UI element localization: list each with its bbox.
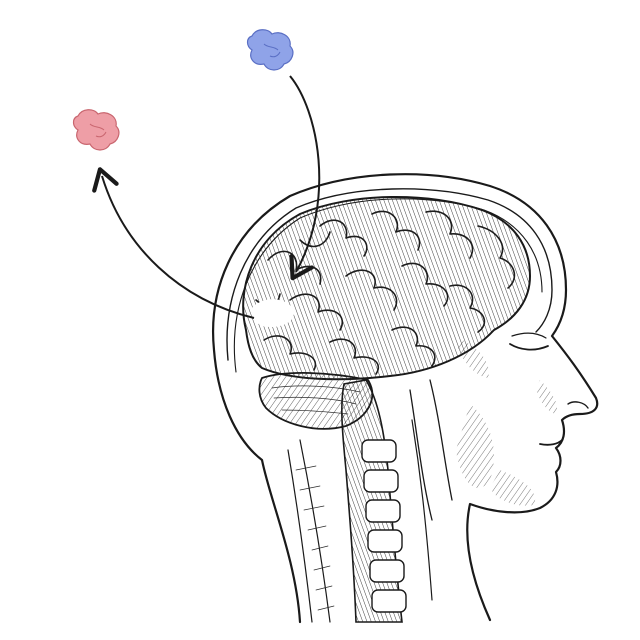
spinal-column [287,379,433,623]
outgoing-protein [72,109,120,151]
cerebrum [242,196,532,381]
arrow-out-of-brain [92,167,255,319]
arrow-into-brain [289,75,321,281]
face-shading [456,340,558,506]
highlighted-region [251,299,295,328]
transport-arrows [92,75,321,319]
incoming-protein [246,29,294,71]
